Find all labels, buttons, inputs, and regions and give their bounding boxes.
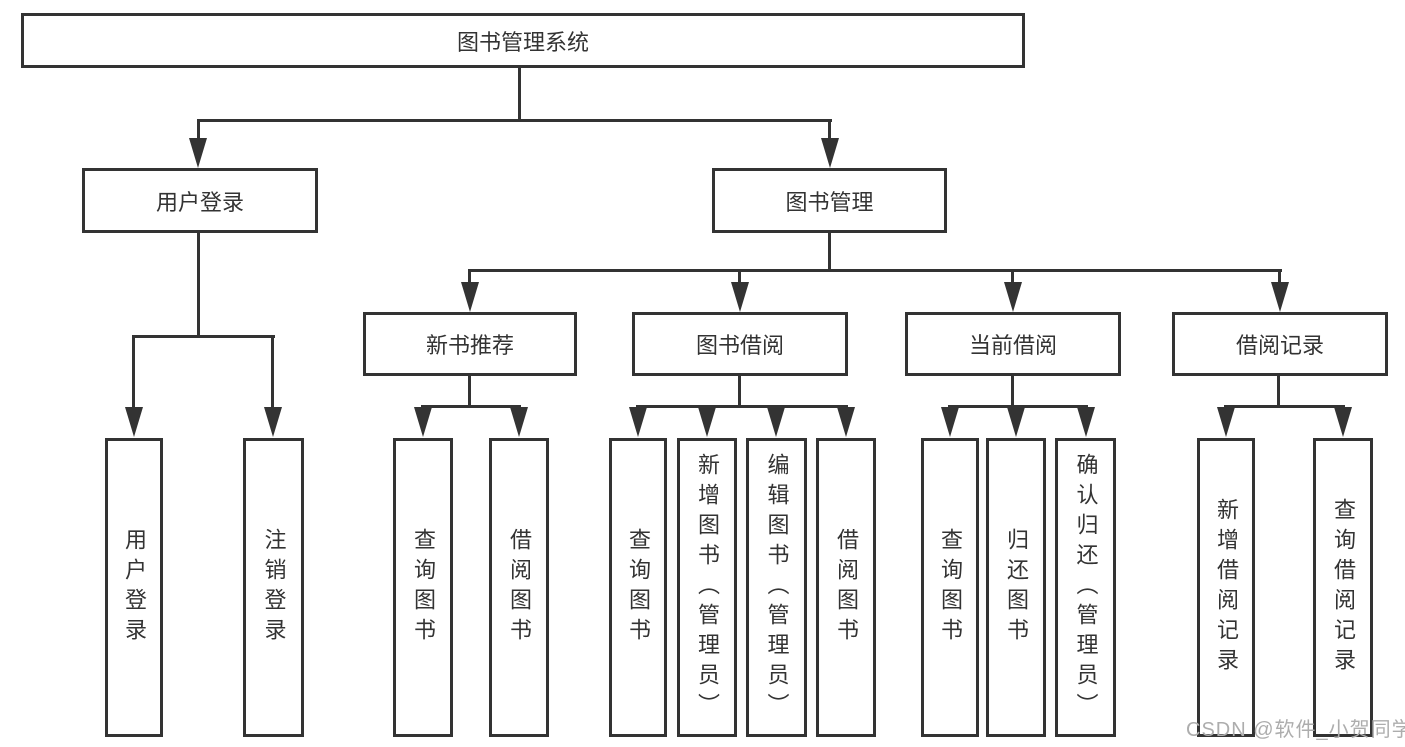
node-label: 图书借阅 xyxy=(695,333,784,358)
leaf-borrow-books: 借阅图书 xyxy=(489,438,549,737)
node-label: 当前借阅 xyxy=(968,333,1057,358)
arrow-down-icon xyxy=(1077,407,1095,437)
arrow-down-icon xyxy=(767,407,785,437)
leaf-borrow-books: 借阅图书 xyxy=(816,438,876,737)
node-label: 查询图书 xyxy=(411,527,436,648)
node-label: 新增图书（管理员） xyxy=(695,452,720,723)
leaf-query-books: 查询图书 xyxy=(609,438,667,737)
node-label: 编辑图书（管理员） xyxy=(764,452,790,723)
node-label: 借阅图书 xyxy=(834,527,859,648)
connector-records-stem xyxy=(1277,376,1280,408)
connector-user-login-drop xyxy=(197,119,200,141)
node-label: 确认归还（管理员） xyxy=(1073,452,1099,723)
connector-root-stem xyxy=(518,68,521,121)
arrow-down-icon xyxy=(698,407,716,437)
node-label: 新书推荐 xyxy=(425,333,514,358)
arrow-down-icon xyxy=(264,407,282,437)
connector-current-borrow-stem xyxy=(1011,376,1014,408)
connector-new-book-rail xyxy=(421,405,521,408)
arrow-down-icon xyxy=(1271,282,1289,312)
connector-level2-drop xyxy=(1011,269,1014,285)
arrow-down-icon xyxy=(1004,282,1022,312)
node-user-login: 用户登录 xyxy=(82,168,318,233)
leaf-logout: 注销登录 xyxy=(243,438,304,737)
arrow-down-icon xyxy=(414,407,432,437)
connector-user-login-stem xyxy=(197,233,200,338)
connector-level2-rail xyxy=(469,269,1282,272)
node-label: 查询借阅记录 xyxy=(1331,497,1356,678)
connector-level2-drop xyxy=(468,269,471,285)
arrow-down-icon xyxy=(1217,407,1235,437)
arrow-down-icon xyxy=(731,282,749,312)
leaf-query-books: 查询图书 xyxy=(921,438,979,737)
connector-user-login-rail xyxy=(132,335,275,338)
connector-records-rail xyxy=(1224,405,1345,408)
node-label: 查询图书 xyxy=(938,527,963,648)
connector-book-borrow-stem xyxy=(738,376,741,408)
leaf-query-books: 查询图书 xyxy=(393,438,453,737)
node-book-borrowing: 图书借阅 xyxy=(632,312,848,376)
arrow-down-icon xyxy=(125,407,143,437)
leaf-user-login: 用户登录 xyxy=(105,438,163,737)
node-label: 借阅图书 xyxy=(507,527,532,648)
page-title: 图书管理系统 xyxy=(456,29,589,55)
node-label: 新增借阅记录 xyxy=(1214,497,1239,678)
arrow-down-icon xyxy=(821,138,839,168)
leaf-edit-books-admin: 编辑图书（管理员） xyxy=(746,438,807,737)
node-label: 图书管理 xyxy=(785,189,874,215)
connector-current-borrow-rail xyxy=(948,405,1088,408)
node-borrowing-records: 借阅记录 xyxy=(1172,312,1388,376)
csdn-watermark: CSDN @软件_小贺同学 xyxy=(1186,719,1405,741)
connector-level1-rail xyxy=(197,119,832,122)
connector-book-mgmt-drop xyxy=(828,119,831,141)
node-book-management: 图书管理 xyxy=(712,168,947,233)
arrow-down-icon xyxy=(461,282,479,312)
leaf-return-books: 归还图书 xyxy=(986,438,1046,737)
arrow-down-icon xyxy=(510,407,528,437)
node-label: 用户登录 xyxy=(122,527,147,648)
arrow-down-icon xyxy=(941,407,959,437)
arrow-down-icon xyxy=(837,407,855,437)
node-current-borrowing: 当前借阅 xyxy=(905,312,1121,376)
node-label: 用户登录 xyxy=(155,189,244,215)
node-new-book-recommend: 新书推荐 xyxy=(363,312,577,376)
leaf-add-books-admin: 新增图书（管理员） xyxy=(677,438,737,737)
arrow-down-icon xyxy=(629,407,647,437)
connector-level2-drop xyxy=(1278,269,1281,285)
node-root-system: 图书管理系统 xyxy=(21,13,1025,68)
connector-book-mgmt-stem xyxy=(828,233,831,272)
connector-level2-drop xyxy=(738,269,741,285)
connector-new-book-stem xyxy=(468,376,471,408)
node-label: 归还图书 xyxy=(1004,527,1029,648)
connector-leaf-drop xyxy=(132,335,135,410)
connector-book-borrow-rail xyxy=(636,405,848,408)
arrow-down-icon xyxy=(1007,407,1025,437)
node-label: 借阅记录 xyxy=(1235,333,1324,358)
leaf-confirm-return-admin: 确认归还（管理员） xyxy=(1055,438,1116,737)
node-label: 注销登录 xyxy=(261,527,287,648)
node-label: 查询图书 xyxy=(626,527,651,648)
arrow-down-icon xyxy=(1334,407,1352,437)
connector-leaf-drop xyxy=(271,335,274,410)
leaf-query-borrow-record: 查询借阅记录 xyxy=(1313,438,1373,737)
leaf-add-borrow-record: 新增借阅记录 xyxy=(1197,438,1255,737)
arrow-down-icon xyxy=(189,138,207,168)
